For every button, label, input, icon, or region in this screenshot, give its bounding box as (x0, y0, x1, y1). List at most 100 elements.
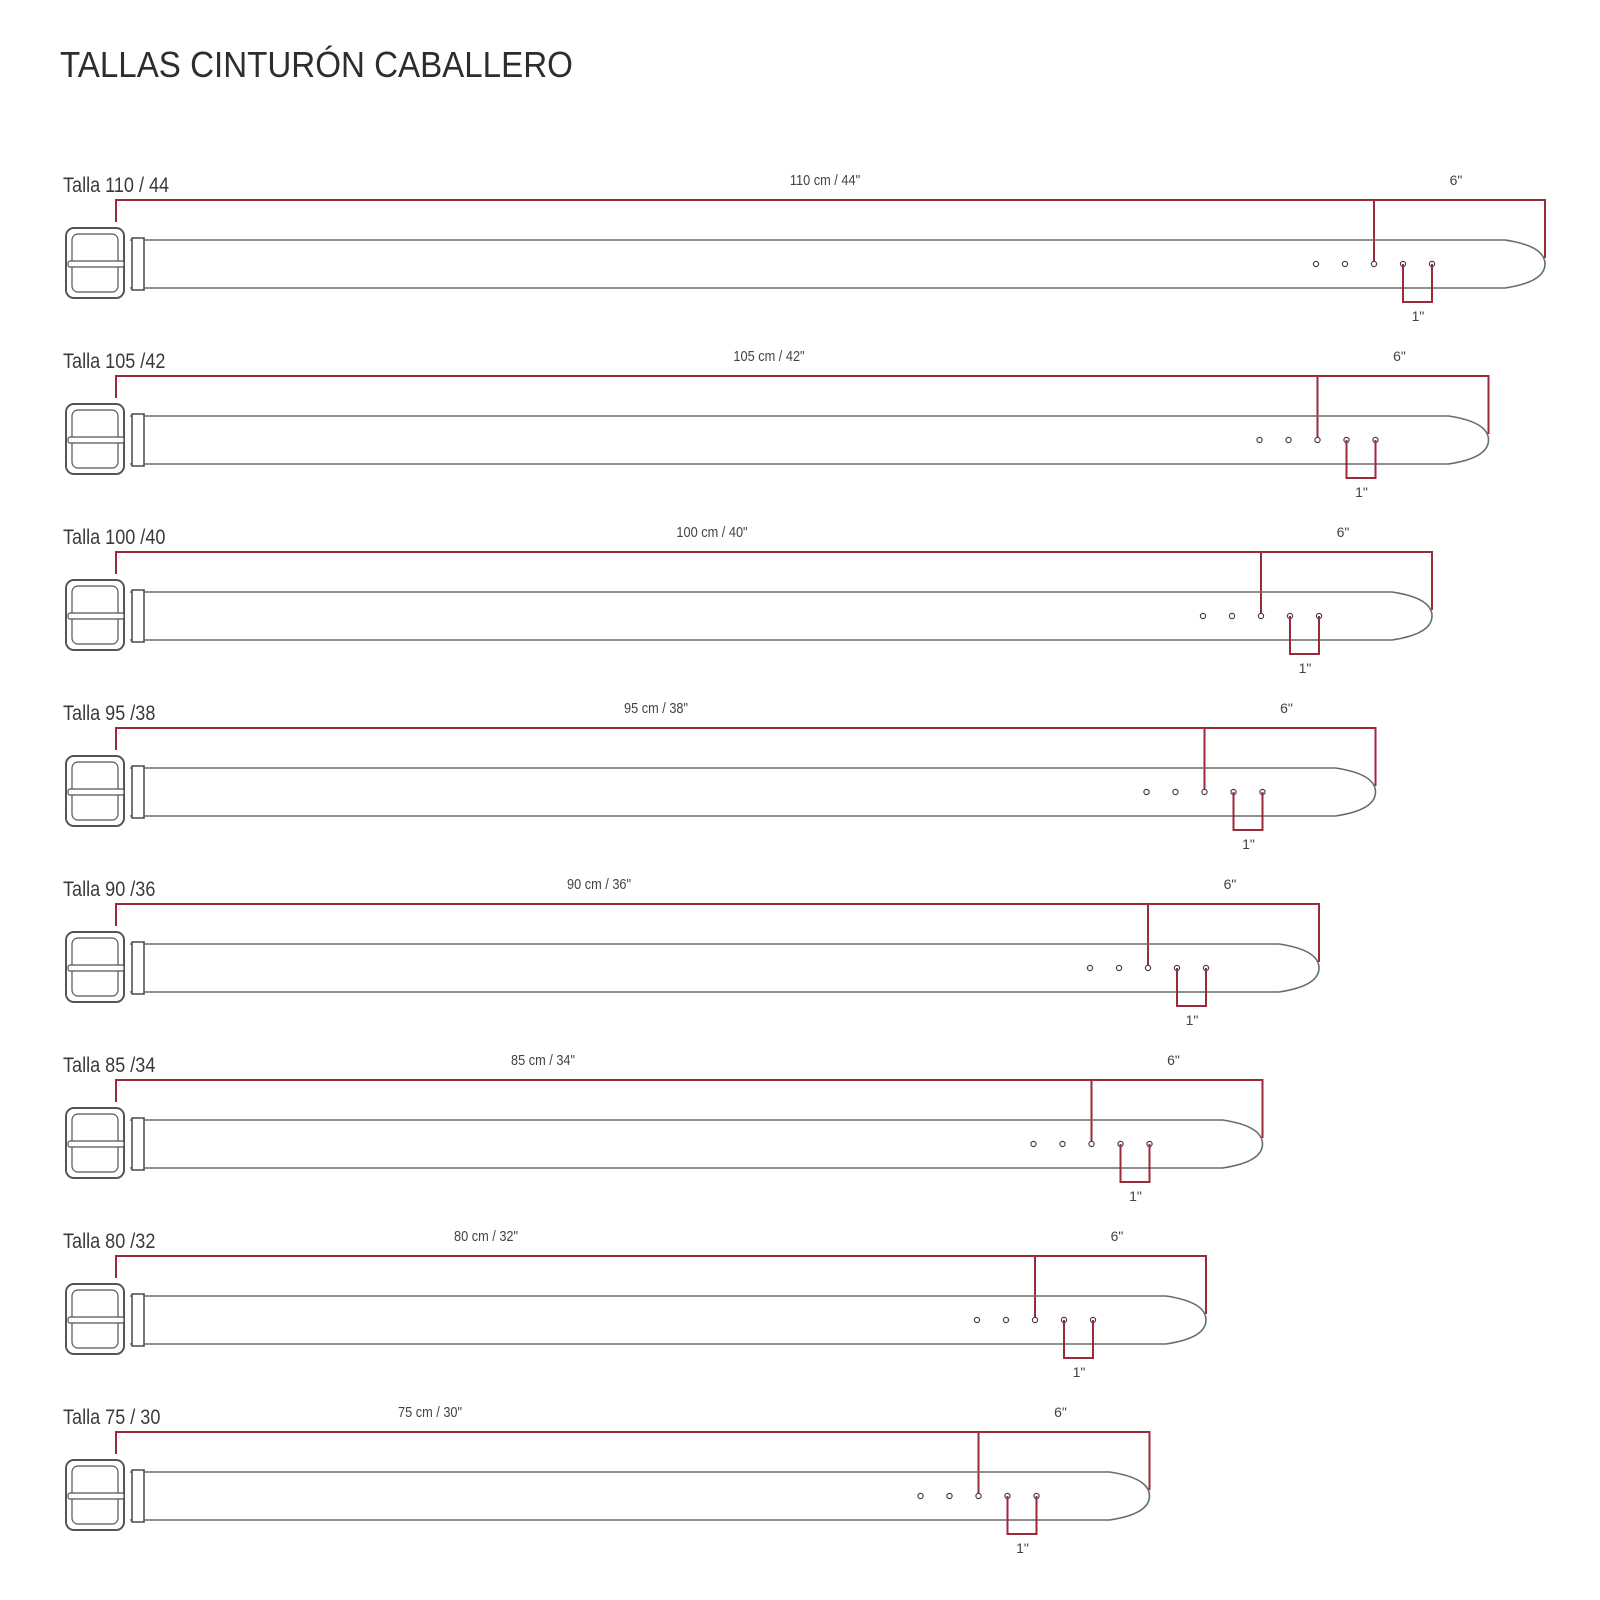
belt-strap (130, 1119, 1264, 1169)
belt-hole (973, 1316, 981, 1324)
belt-keeper (131, 765, 145, 819)
tip-length-label: 6" (1167, 1052, 1180, 1068)
length-dimension-line (115, 727, 1377, 786)
belt-hole (917, 1492, 924, 1500)
buckle-prong (67, 612, 125, 620)
belt-hole (1031, 1316, 1039, 1324)
size-label: Talla 85 /34 (63, 1054, 156, 1077)
size-label: Talla 95 /38 (63, 702, 156, 725)
belt-row: Talla 110 / 44 110 cm / 44" 6" 1" (0, 172, 1600, 347)
size-label: Talla 80 /32 (63, 1230, 156, 1253)
belt-hole (1002, 1316, 1010, 1324)
belt-strap (130, 239, 1546, 289)
length-dimension-line (115, 1255, 1207, 1314)
belt-hole (1143, 788, 1150, 796)
length-dimension-line (115, 199, 1546, 258)
size-label: Talla 75 / 30 (63, 1406, 161, 1429)
belt-hole (975, 1492, 982, 1500)
belt-row: Talla 75 / 30 75 cm / 30" 6" 1" (0, 1404, 1600, 1579)
belt-drawing (65, 1255, 1207, 1359)
belt-hole (1199, 612, 1207, 620)
length-label: 75 cm / 30" (397, 1404, 462, 1421)
hole-spacing-label: 1" (1355, 484, 1368, 500)
belt-keeper (131, 941, 145, 995)
belt-strap (130, 1295, 1207, 1345)
length-label: 90 cm / 36" (566, 876, 632, 893)
belt-hole (1228, 612, 1236, 620)
belt-hole (1341, 260, 1349, 268)
spacing-bracket (1345, 440, 1377, 479)
size-label: Talla 100 /40 (63, 526, 166, 549)
belt-hole (1312, 260, 1320, 268)
belt-hole (946, 1492, 953, 1500)
size-label: Talla 110 / 44 (63, 174, 170, 197)
belt-hole (1201, 788, 1208, 796)
hole-spacing-label: 1" (1129, 1188, 1142, 1204)
size-label: Talla 90 /36 (63, 878, 156, 901)
tip-length-label: 6" (1336, 524, 1350, 540)
belt-hole (1144, 964, 1152, 972)
belt-drawing (65, 727, 1377, 831)
tip-length-label: 6" (1393, 348, 1406, 364)
belt-row: Talla 80 /32 80 cm / 32" 6" 1" (0, 1228, 1600, 1403)
buckle-prong (67, 1492, 125, 1500)
belt-keeper (131, 1117, 145, 1171)
tip-length-label: 6" (1054, 1404, 1067, 1420)
belt-hole (1172, 788, 1179, 796)
spacing-bracket (1289, 616, 1320, 655)
belt-hole (1115, 964, 1123, 972)
length-label: 85 cm / 34" (510, 1052, 575, 1069)
length-label: 110 cm / 44" (789, 172, 861, 189)
belt-hole (1256, 436, 1263, 444)
buckle-prong (67, 436, 125, 444)
length-dimension-line (115, 1431, 1151, 1490)
tip-length-label: 6" (1449, 172, 1463, 188)
belt-hole (1257, 612, 1265, 620)
page-title: TALLAS CINTURÓN CABALLERO (60, 44, 573, 85)
belt-hole (1370, 260, 1378, 268)
size-label: Talla 105 /42 (63, 350, 166, 373)
belt-hole (1285, 436, 1292, 444)
length-dimension-line (115, 375, 1490, 434)
belt-hole (1086, 964, 1094, 972)
spacing-bracket (1006, 1496, 1038, 1535)
belt-keeper (131, 237, 145, 291)
belt-strap (130, 943, 1320, 993)
belt-drawing (65, 551, 1433, 655)
belt-strap (130, 591, 1433, 641)
spacing-bracket (1232, 792, 1264, 831)
hole-spacing-label: 1" (1016, 1540, 1029, 1556)
spacing-bracket (1063, 1320, 1094, 1359)
tip-length-label: 6" (1110, 1228, 1124, 1244)
hole-spacing-label: 1" (1411, 308, 1425, 324)
length-label: 80 cm / 32" (453, 1228, 519, 1245)
buckle-prong (67, 964, 125, 972)
buckle-prong (67, 788, 125, 796)
length-label: 95 cm / 38" (623, 700, 688, 717)
spacing-bracket (1176, 968, 1207, 1007)
belt-keeper (131, 413, 145, 467)
length-dimension-line (115, 1079, 1264, 1138)
belt-strap (130, 767, 1377, 817)
hole-spacing-label: 1" (1072, 1364, 1086, 1380)
length-dimension-line (115, 551, 1433, 610)
length-label: 100 cm / 40" (676, 524, 748, 541)
belt-strap (130, 415, 1490, 465)
buckle-prong (67, 1316, 125, 1324)
belt-keeper (131, 1293, 145, 1347)
belt-hole (1030, 1140, 1037, 1148)
belt-hole (1059, 1140, 1066, 1148)
belt-drawing (65, 1079, 1264, 1183)
belt-row: Talla 85 /34 85 cm / 34" 6" 1" (0, 1052, 1600, 1227)
buckle-prong (67, 260, 125, 268)
hole-spacing-label: 1" (1242, 836, 1255, 852)
belt-drawing (65, 903, 1320, 1007)
belt-keeper (131, 589, 145, 643)
belt-strap (130, 1471, 1151, 1521)
belt-drawing (65, 375, 1490, 479)
buckle-prong (67, 1140, 125, 1148)
